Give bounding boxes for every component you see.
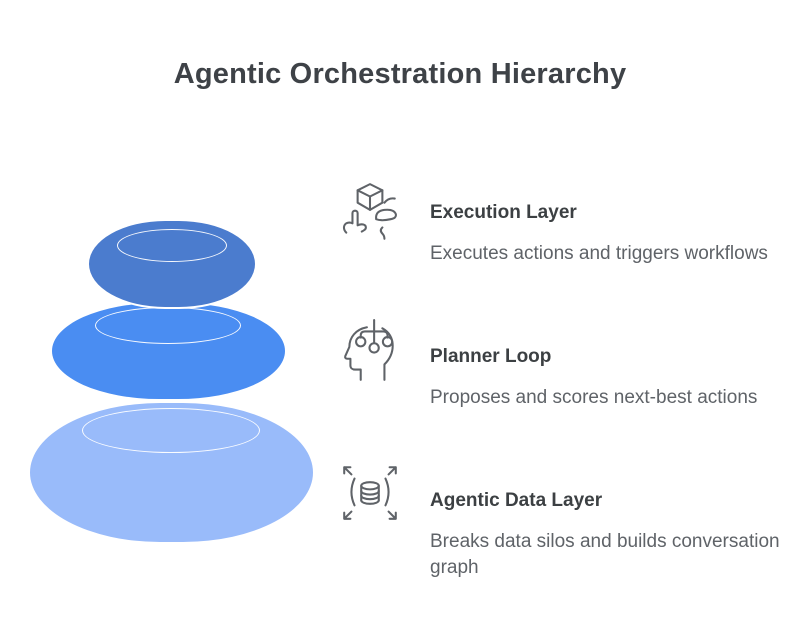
stone-top-highlight-ring — [82, 408, 260, 453]
head-decision-tree-icon — [337, 318, 403, 384]
planner-loop-heading: Planner Loop — [430, 346, 552, 367]
agentic-data-layer-description: Breaks data silos and builds conversatio… — [430, 531, 780, 578]
page-title: Agentic Orchestration Hierarchy — [173, 58, 627, 90]
execution-layer-heading: Execution Layer — [430, 202, 577, 223]
stone-execution-layer — [87, 219, 257, 309]
stone-top-highlight-ring — [95, 307, 241, 344]
stone-agentic-data-layer — [28, 401, 315, 544]
agentic-data-layer-text-block: Agentic Data Layer Breaks data silos and… — [430, 489, 786, 581]
planner-loop-text-block: Planner Loop Proposes and scores next-be… — [430, 345, 786, 411]
execution-layer-text-block: Execution Layer Executes actions and tri… — [430, 201, 786, 267]
agentic-data-layer-heading: Agentic Data Layer — [430, 490, 603, 511]
planner-loop-description: Proposes and scores next-best actions — [430, 387, 758, 408]
stone-planner-loop — [50, 301, 287, 401]
execution-layer-description: Executes actions and triggers workflows — [430, 243, 768, 264]
database-expand-icon — [337, 460, 403, 526]
cube-tap-icon — [337, 180, 403, 246]
stone-top-highlight-ring — [117, 229, 227, 262]
